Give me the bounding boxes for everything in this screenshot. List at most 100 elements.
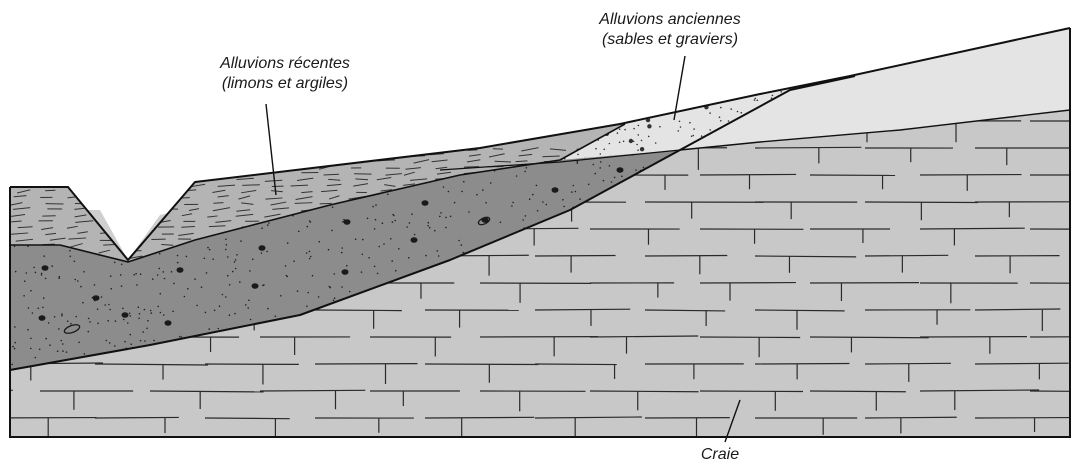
- gravel-grain: [318, 296, 320, 298]
- gravel-grain: [240, 240, 242, 242]
- gravel-grain: [391, 260, 393, 262]
- sand-grain: [808, 69, 810, 71]
- sand-grain: [476, 82, 478, 84]
- gravel-grain: [88, 205, 90, 207]
- sand-grain: [512, 105, 514, 107]
- chalk-label: Craie: [680, 445, 760, 465]
- gravel-grain: [250, 319, 252, 321]
- sand-grain: [772, 95, 774, 97]
- chalk-bed-line: [315, 39, 421, 40]
- sand-grain: [474, 119, 476, 121]
- gravel-grain: [172, 311, 174, 313]
- gravel-grain: [41, 273, 43, 275]
- gravel-grain: [140, 227, 142, 229]
- gravel-pebble: [93, 295, 100, 301]
- gravel-grain: [129, 313, 131, 315]
- gravel-grain: [342, 221, 344, 223]
- silt-dash: [217, 148, 229, 149]
- gravel-grain: [159, 253, 161, 255]
- gravel-grain: [393, 215, 395, 217]
- gravel-grain: [267, 224, 269, 226]
- gravel-grain: [52, 154, 54, 156]
- gravel-grain: [309, 251, 311, 253]
- gravel-grain: [573, 185, 575, 187]
- sand-grain: [698, 84, 700, 86]
- sand-grain: [665, 88, 667, 90]
- gravel-grain: [14, 348, 16, 350]
- sand-grain: [622, 76, 624, 78]
- sand-grain: [736, 90, 738, 92]
- sand-grain: [489, 91, 491, 93]
- gravel-grain: [171, 271, 173, 273]
- gravel-grain: [144, 340, 146, 342]
- gravel-grain: [78, 196, 80, 198]
- gravel-grain: [227, 275, 229, 277]
- sand-grain: [480, 80, 482, 82]
- gravel-grain: [33, 267, 35, 269]
- sand-grain: [560, 90, 562, 92]
- gravel-grain: [138, 318, 140, 320]
- gravel-grain: [526, 167, 528, 169]
- gravel-grain: [643, 167, 645, 169]
- gravel-grain: [229, 314, 231, 316]
- gravel-grain: [332, 163, 334, 165]
- gravel-grain: [47, 160, 49, 162]
- gravel-grain: [448, 191, 450, 193]
- gravel-grain: [224, 142, 226, 144]
- silt-dash: [38, 168, 52, 169]
- sand-grain: [450, 89, 452, 91]
- gravel-grain: [123, 319, 125, 321]
- gravel-grain: [147, 320, 149, 322]
- sand-grain: [502, 123, 504, 125]
- sand-grain: [542, 86, 544, 88]
- gravel-grain: [75, 316, 77, 318]
- gravel-grain: [214, 310, 216, 312]
- sand-grain: [617, 132, 619, 134]
- sand-grain: [693, 135, 695, 137]
- silt-dash: [181, 166, 198, 168]
- gravel-grain: [173, 283, 175, 285]
- sand-grain: [842, 69, 844, 71]
- gravel-grain: [248, 300, 250, 302]
- sand-grain: [715, 73, 717, 75]
- silt-dash: [104, 191, 114, 193]
- gravel-grain: [355, 238, 357, 240]
- gravel-grain: [52, 171, 54, 173]
- gravel-grain: [127, 322, 129, 324]
- chalk-bed-line: [40, 175, 132, 176]
- sand-grain: [495, 73, 497, 75]
- gravel-grain: [259, 146, 261, 148]
- sand-grain: [474, 145, 476, 147]
- chalk-bed-line: [315, 147, 413, 148]
- sand-grain: [680, 126, 682, 128]
- gravel-grain: [134, 150, 136, 152]
- gravel-grain: [408, 257, 410, 259]
- sand-grain: [688, 106, 690, 108]
- sand-grain: [720, 120, 722, 122]
- silt-dash: [97, 148, 109, 149]
- gravel-grain: [166, 158, 168, 160]
- sand-grain: [722, 81, 724, 83]
- gravel-grain: [220, 175, 222, 177]
- gravel-grain: [74, 261, 76, 263]
- silt-dash: [206, 154, 218, 156]
- sand-grain: [643, 77, 645, 79]
- gravel-grain: [135, 273, 137, 275]
- sand-grain: [510, 139, 512, 141]
- gravel-grain: [68, 179, 70, 181]
- sand-grain: [665, 82, 667, 84]
- sand-grain: [786, 77, 788, 79]
- gravel-pebble: [344, 219, 351, 225]
- silt-dash: [161, 168, 174, 169]
- gravel-grain: [45, 338, 47, 340]
- gravel-grain: [614, 177, 616, 179]
- sand-grain: [646, 93, 650, 97]
- sand-grain: [660, 76, 662, 78]
- gravel-grain: [27, 181, 29, 183]
- gravel-grain: [306, 160, 308, 162]
- gravel-grain: [378, 246, 380, 248]
- gravel-grain: [149, 172, 151, 174]
- gravel-grain: [398, 248, 400, 250]
- gravel-grain: [322, 161, 324, 163]
- gravel-grain: [30, 290, 32, 292]
